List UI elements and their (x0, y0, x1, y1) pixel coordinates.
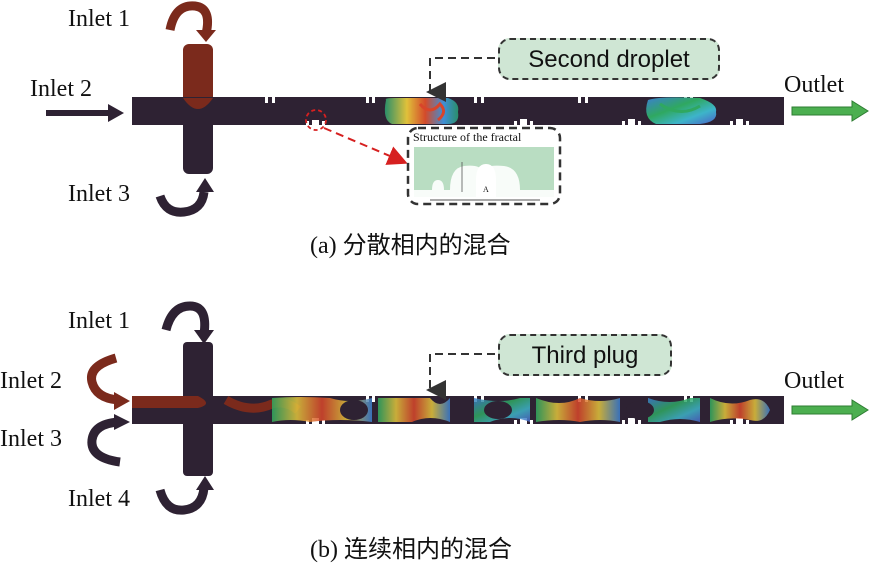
inlet1-label-a: Inlet 1 (68, 6, 130, 32)
callout-connector-b (426, 353, 495, 400)
inset-dimension-label: A (483, 185, 489, 194)
inlet2-arrow-a (46, 104, 124, 122)
outlet-arrow-b (791, 399, 869, 421)
caption-b: (b) 连续相内的混合 (310, 537, 512, 563)
inlet4-label-b: Inlet 4 (68, 486, 130, 512)
inlet1-arrow-b (161, 301, 210, 335)
second-plug (378, 398, 450, 422)
outlet-label-a: Outlet (784, 72, 844, 98)
fractal-highlight (305, 109, 327, 131)
inset-title: Structure of the fractal (413, 130, 522, 144)
callout-connector-a (426, 57, 495, 102)
second-droplet (384, 98, 459, 124)
caption-a: (a) 分散相内的混合 (310, 233, 511, 259)
panel-b-graphics (87, 301, 869, 515)
inlet2-arrow-b (87, 353, 119, 405)
highlight-arrow (323, 127, 408, 165)
inlet3-label-b: Inlet 3 (0, 426, 62, 452)
inlet3-arrow-b (87, 417, 121, 467)
inlet1-arrow-a (165, 1, 213, 36)
inlet2-label-b: Inlet 2 (0, 368, 62, 394)
inlet4-arrow-b (155, 487, 209, 515)
second-droplet-callout: Second droplet (498, 38, 720, 80)
inlet4-channel-b (183, 418, 213, 476)
outlet-arrow-a (791, 100, 869, 122)
fractal-notches-a (265, 97, 749, 125)
inlet3-arrow-a (155, 191, 209, 217)
third-plug-callout: Third plug (498, 334, 672, 376)
inlet1-channel-a (183, 44, 213, 104)
panel-a-graphics (46, 1, 869, 217)
inlet3-label-a: Inlet 3 (68, 181, 130, 207)
outlet-label-b: Outlet (784, 368, 844, 394)
inlet1-channel-b (183, 342, 213, 402)
inlet1-label-b: Inlet 1 (68, 308, 130, 334)
inlet2-label-a: Inlet 2 (30, 76, 92, 102)
inlet3-channel-a (183, 112, 213, 174)
